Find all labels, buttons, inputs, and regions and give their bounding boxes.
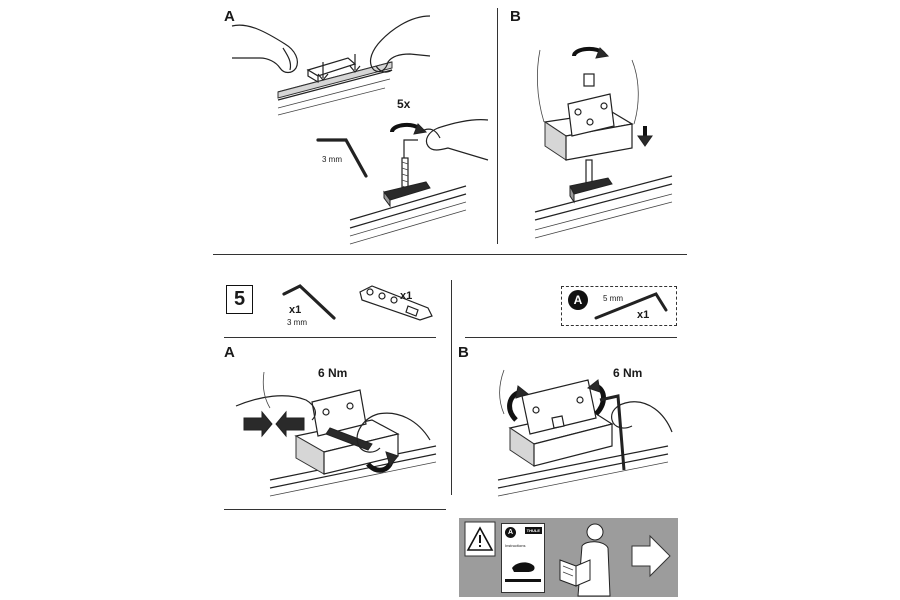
optional-tool-badge: A [568,290,588,310]
optional-tool-spec: 5 mm [603,294,623,303]
tool-size-label: 3 mm [322,155,342,164]
booklet-badge: A [505,527,516,538]
step-panel-b-torque: 6 Nm [613,366,643,380]
step-number: 5 [226,285,253,314]
divider-parts-left [224,337,436,338]
panel-b-label: B [510,8,521,25]
optional-tool-badge-letter: A [573,293,583,307]
part-1-qty: x1 [289,304,302,316]
step-panel-a-torque: 6 Nm [318,366,348,380]
divider-top-vertical [497,8,498,244]
booklet-brand: THULE [524,527,542,534]
step-panel-a-label: A [224,344,235,361]
step-panel-b-label: B [458,344,469,361]
divider-horizontal-main [213,254,687,255]
optional-tool-qty: x1 [637,309,650,321]
part-2-qty: x1 [400,290,413,302]
booklet-bar [505,579,541,582]
panel-a-label: A [224,8,235,25]
divider-step-vertical [451,280,452,495]
booklet-title: Instructions [505,543,526,548]
repeat-count: 5x [397,97,411,111]
part-1-spec: 3 mm [287,318,307,327]
booklet-badge-letter: A [507,529,514,536]
divider-footer-left [224,509,446,510]
divider-parts-right [465,337,677,338]
booklet-car-icon [512,562,535,572]
optional-tool-box [561,286,677,326]
instructions-booklet: A THULE Instructions [501,523,545,593]
